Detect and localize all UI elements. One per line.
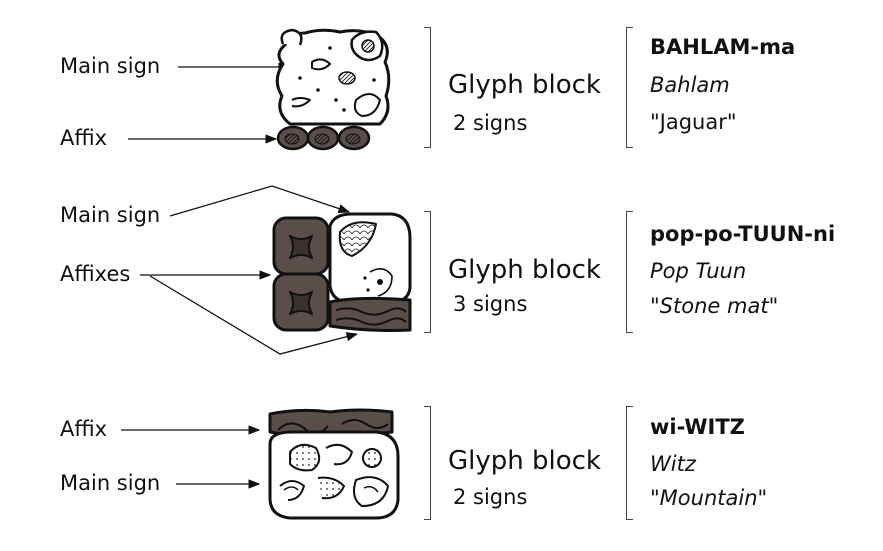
glyph-block-title-row3: Glyph block [448, 446, 601, 476]
meaning-row1: "Jaguar" [650, 110, 737, 134]
transliteration-row1: BAHLAM-ma [650, 35, 796, 59]
reading-row1: Bahlam [650, 73, 730, 97]
glyph-block-count-row2: 3 signs [453, 292, 528, 316]
glyph-block-count-row3: 2 signs [453, 485, 528, 509]
bracket-right-row2 [626, 211, 633, 333]
arrow-main-sign-2 [169, 185, 351, 217]
glyph-pop-tuun [272, 212, 412, 332]
transliteration-row2: pop-po-TUUN-ni [650, 222, 836, 246]
meaning-row2: "Stone mat" [650, 294, 779, 318]
transliteration-row3: wi-WITZ [650, 415, 745, 439]
glyph-bahlam [275, 28, 391, 151]
reading-row3: Witz [650, 452, 696, 476]
glyph-block-title-row1: Glyph block [448, 70, 601, 100]
bracket-left-row1 [424, 27, 431, 148]
label-main-sign-row1: Main sign [60, 54, 161, 78]
bracket-left-row3 [424, 406, 431, 520]
bracket-right-row3 [626, 406, 633, 520]
meaning-row3: "Mountain" [650, 486, 768, 510]
label-main-sign-row2: Main sign [60, 203, 161, 227]
label-affix-row3: Affix [60, 417, 108, 441]
label-main-sign-row3: Main sign [60, 471, 161, 495]
label-affix-row1: Affix [60, 126, 108, 150]
arrow-affix-2b [149, 275, 359, 355]
glyph-block-title-row2: Glyph block [448, 255, 601, 285]
glyph-block-count-row1: 2 signs [453, 111, 528, 135]
reading-row2: Pop Tuun [650, 259, 747, 283]
bracket-right-row1 [626, 27, 633, 148]
bracket-left-row2 [424, 211, 431, 333]
label-affixes-row2: Affixes [60, 262, 131, 286]
glyph-witz [268, 408, 400, 520]
